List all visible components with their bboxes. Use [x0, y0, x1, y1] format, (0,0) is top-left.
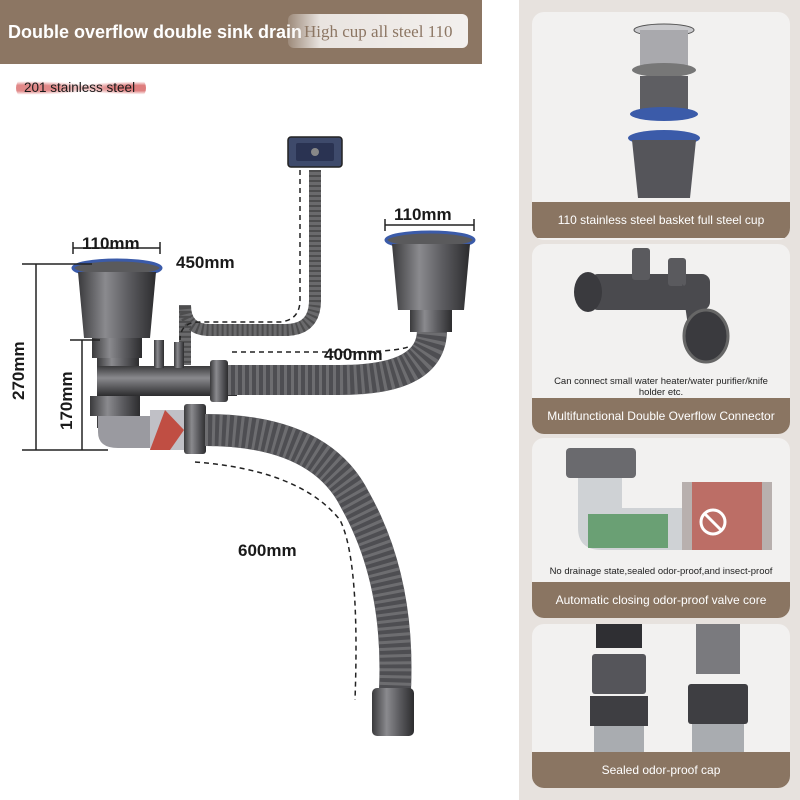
- dim-connector-hose: 400mm: [324, 345, 383, 364]
- feature-card-cap: Sealed odor-proof cap: [532, 624, 790, 788]
- dim-total-height: 270mm: [9, 341, 28, 400]
- material-badge: 201 stainless steel: [16, 76, 146, 100]
- dim-right-cup: 110mm: [394, 205, 452, 224]
- title-tag: High cup all steel 110: [288, 14, 468, 48]
- feature-card-valve: No drainage state,sealed odor-proof,and …: [532, 438, 790, 618]
- card-note-valve: No drainage state,sealed odor-proof,and …: [549, 566, 773, 577]
- card-note-connector: Can connect small water heater/water pur…: [554, 376, 768, 398]
- drain-hose: [204, 414, 412, 691]
- dimension-lines: [22, 170, 475, 701]
- card-caption-valve: Automatic closing odor-proof valve core: [532, 582, 790, 618]
- basket-illustration: [628, 23, 700, 198]
- dim-left-cup: 110mm: [82, 234, 140, 253]
- valve-elbow: [90, 396, 206, 454]
- card-caption-cap: Sealed odor-proof cap: [532, 752, 790, 788]
- valve-illustration: [566, 448, 772, 550]
- right-sink-cup: [384, 230, 476, 332]
- card-caption-connector: Multifunctional Double Overflow Connecto…: [532, 398, 790, 434]
- overflow-connector: [97, 340, 237, 402]
- feature-card-connector: Can connect small water heater/water pur…: [532, 244, 790, 434]
- material-label: 201 stainless steel: [24, 80, 136, 95]
- dim-overflow-hose: 450mm: [176, 253, 235, 272]
- page-title: Double overflow double sink drain: [8, 22, 303, 42]
- cap-illustration: [590, 624, 748, 752]
- feature-card-basket: 110 stainless steel basket full steel cu…: [532, 12, 790, 240]
- drain-hose-end: [372, 688, 414, 736]
- overflow-plate: [287, 136, 343, 168]
- title-bar: Double overflow double sink drain High c…: [0, 0, 482, 64]
- connector-illustration: [574, 248, 730, 364]
- card-caption-basket: 110 stainless steel basket full steel cu…: [532, 202, 790, 238]
- drain-diagram: 110mm 110mm 450mm 400mm 600mm 270mm 170m…: [9, 136, 476, 736]
- dim-lower-height: 170mm: [57, 371, 76, 430]
- dim-drain-hose: 600mm: [238, 541, 297, 560]
- title-tag-label: High cup all steel 110: [304, 22, 453, 41]
